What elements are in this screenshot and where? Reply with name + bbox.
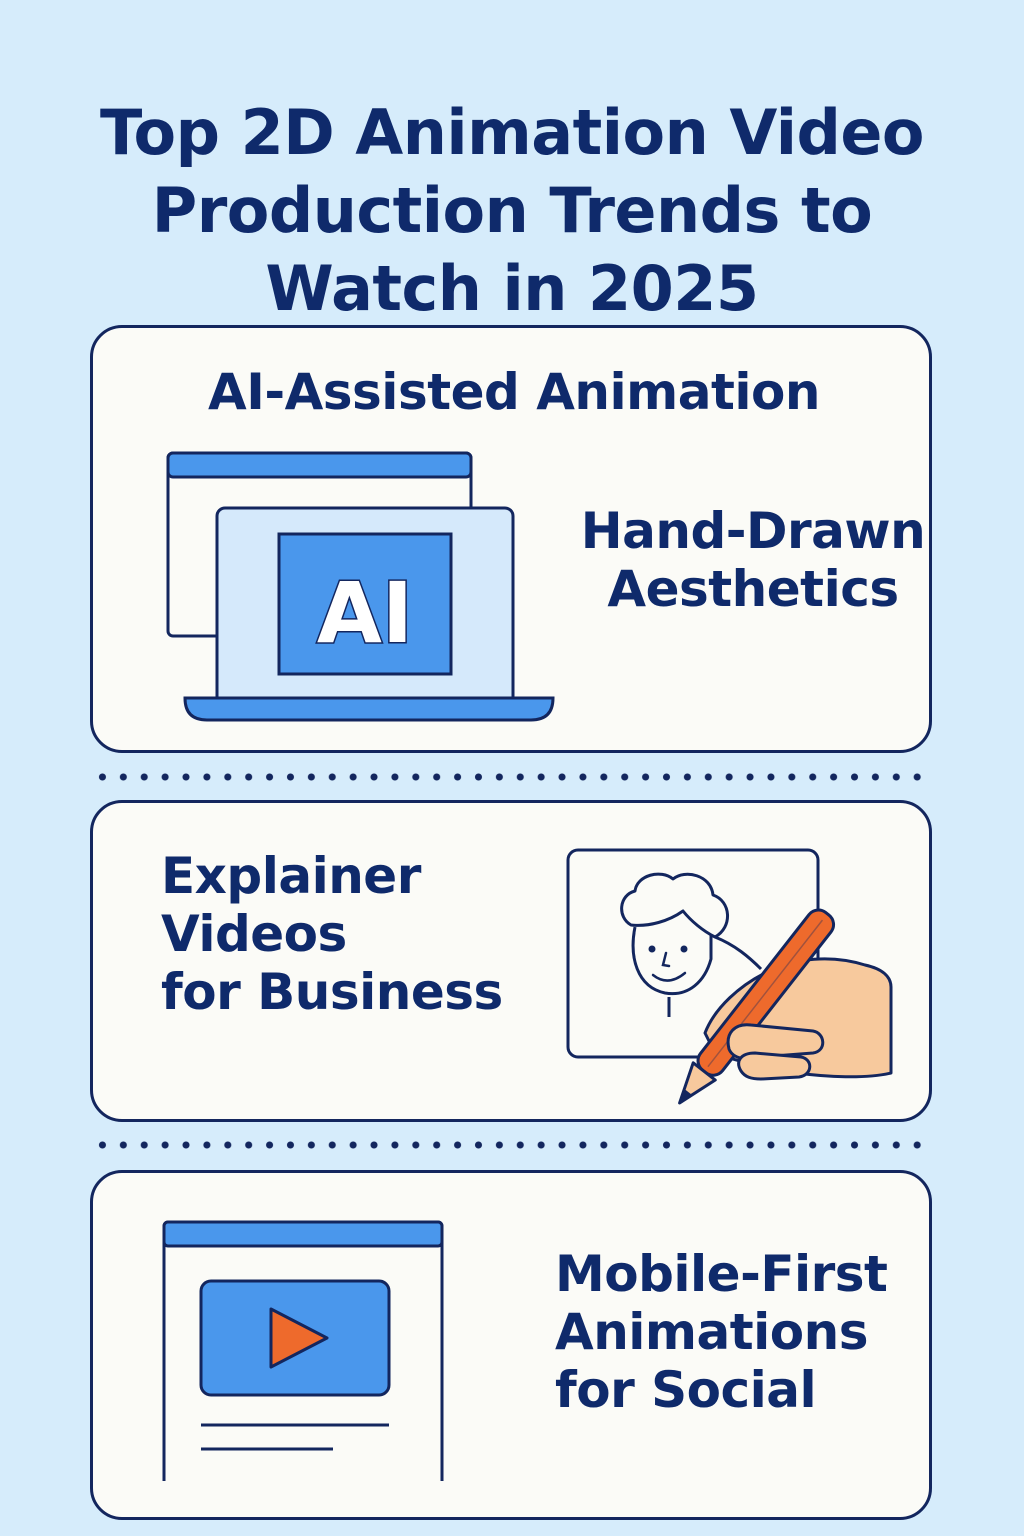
trend-card-mobile: Mobile-First Animations for Social [90,1170,932,1520]
hand-drawing-face-icon [566,848,893,1105]
card-text-mobile-first: Mobile-First Animations for Social [555,1245,888,1419]
mobile-line-1: Mobile-First [555,1245,888,1303]
ai-label: AI [317,564,413,662]
explainer-line-1: Explainer [161,847,421,905]
mobile-line-3: for Social [555,1361,817,1419]
dotted-divider [92,773,934,781]
dotted-divider [92,1141,934,1149]
explainer-line-3: for Business [161,963,503,1021]
title-line-3: Watch in 2025 [265,251,759,325]
title-line-2: Production Trends to [151,173,873,247]
page-title: Top 2D Animation Video Production Trends… [40,94,984,328]
video-play-window-icon [162,1220,444,1481]
title-line-1: Top 2D Animation Video [99,95,925,169]
mobile-line-2: Animations [555,1303,869,1361]
card-text-explainer: Explainer Videos for Business [161,847,503,1021]
card-heading-ai-assisted: AI-Assisted Animation [208,363,820,421]
hand-drawn-line-2: Aesthetics [607,560,899,618]
trend-card-ai: AI-Assisted Animation AI Hand-Drawn Aest… [90,325,932,753]
explainer-line-2: Videos [161,905,347,963]
card-side-text-hand-drawn: Hand-Drawn Aesthetics [573,502,933,618]
trend-card-explainer: Explainer Videos for Business [90,800,932,1122]
laptop-ai-icon: AI [166,451,555,722]
hand-drawn-line-1: Hand-Drawn [580,502,926,560]
